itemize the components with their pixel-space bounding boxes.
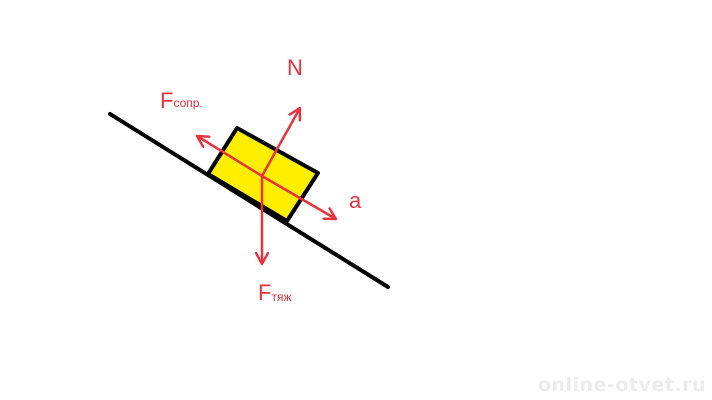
acceleration-label: a	[349, 188, 362, 213]
resistance-force-arrow	[197, 136, 263, 178]
acceleration-arrow	[261, 174, 336, 219]
watermark: online-otvet.ru	[537, 374, 706, 396]
normal-force-label: N	[287, 55, 303, 80]
gravity-force-label: Fтяж	[258, 280, 291, 305]
gravity-label-sub: тяж	[271, 290, 291, 304]
resistance-label-main: F	[160, 88, 173, 113]
gravity-label-main: F	[258, 280, 271, 305]
resistance-label-sub: сопр.	[173, 96, 202, 110]
resistance-force-label: Fсопр.	[160, 88, 203, 113]
normal-force-arrow	[260, 108, 300, 177]
